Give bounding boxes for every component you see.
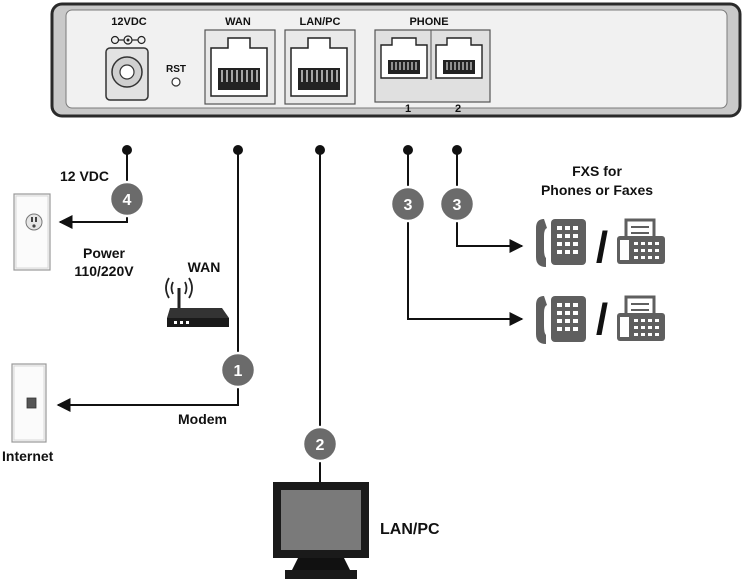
internet-label: Internet xyxy=(2,448,54,464)
computer-monitor-icon xyxy=(273,482,369,579)
reset-label: RST xyxy=(166,64,186,75)
power-label: Power xyxy=(83,245,126,261)
badge-lan: 2 xyxy=(301,425,339,463)
wan-port: WAN xyxy=(204,16,276,105)
modem-label: Modem xyxy=(178,411,227,427)
phone-port-1-number: 1 xyxy=(405,103,411,115)
wall-outlet-icon xyxy=(13,193,51,271)
svg-text:3: 3 xyxy=(453,197,462,214)
lan-port-label: LAN/PC xyxy=(300,16,341,28)
badge-wan: 1 xyxy=(219,351,257,389)
phone-port-2-number: 2 xyxy=(455,103,461,115)
fxs-sub-label: Phones or Faxes xyxy=(541,182,653,198)
phone-icon xyxy=(536,219,586,267)
dc-in-label: 12 VDC xyxy=(60,168,109,184)
slash-separator: / xyxy=(596,295,608,344)
phone1-cable xyxy=(403,145,524,326)
wan-port-label: WAN xyxy=(225,16,251,28)
fax-icon xyxy=(617,218,665,264)
lan-port: LAN/PC xyxy=(284,16,356,105)
fax-icon xyxy=(617,295,665,341)
phone-icon xyxy=(536,296,586,344)
svg-text:3: 3 xyxy=(404,197,413,214)
phone-ports-label: PHONE xyxy=(409,16,448,28)
badge-phone1: 3 xyxy=(389,185,427,223)
badge-power: 4 xyxy=(108,180,146,218)
wan-label: WAN xyxy=(188,259,221,275)
svg-text:1: 1 xyxy=(234,363,243,380)
power-voltage-label: 110/220V xyxy=(74,263,134,279)
router-icon xyxy=(165,277,229,327)
slash-separator: / xyxy=(596,223,608,272)
power-cable xyxy=(58,145,132,229)
power-port-label: 12VDC xyxy=(111,16,147,28)
fxs-label: FXS for xyxy=(572,163,622,179)
phone2-cable xyxy=(452,145,524,253)
lan-pc-label: LAN/PC xyxy=(380,521,440,538)
svg-text:2: 2 xyxy=(316,437,325,454)
phone-port-1 xyxy=(380,37,428,79)
phone-port-2 xyxy=(435,37,483,79)
wall-jack-icon xyxy=(11,363,47,443)
reset-button: RST xyxy=(166,64,186,87)
phone-ports: PHONE 1 2 xyxy=(374,16,491,115)
wan-cable xyxy=(56,145,243,412)
svg-text:4: 4 xyxy=(123,192,132,209)
badge-phone2: 3 xyxy=(438,185,476,223)
power-jack: 12VDC xyxy=(105,16,149,101)
dc-polarity-icon xyxy=(110,35,146,45)
